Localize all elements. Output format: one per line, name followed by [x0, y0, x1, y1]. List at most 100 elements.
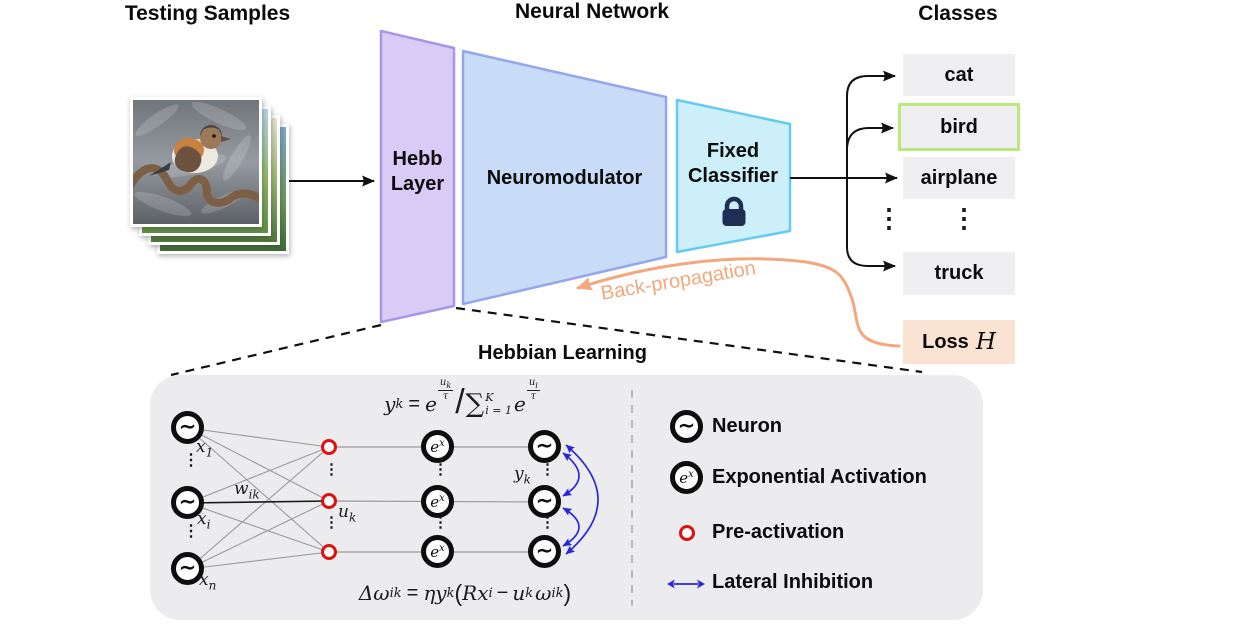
fixed-classifier-shape: [675, 98, 792, 254]
tilde-glyph: ∼: [179, 556, 196, 579]
tilde-glyph: ∼: [179, 415, 196, 438]
eta-y-sub: k: [446, 585, 455, 601]
exponential-activation-icon: ex: [670, 461, 703, 494]
x-glyph: x: [439, 492, 445, 504]
xn-sub: n: [208, 578, 217, 593]
u: u: [512, 581, 526, 605]
pre-ellipsis-1: ⋮: [324, 461, 339, 478]
hebbian-title: Hebbian Learning: [478, 342, 647, 364]
e-glyph: e: [430, 492, 440, 511]
sum-sign: ∑: [465, 389, 485, 419]
sum-sup: K: [485, 390, 494, 404]
exp-node-1: ex: [421, 430, 454, 463]
e-glyph: e: [430, 542, 440, 561]
loss-label: Loss: [922, 330, 969, 353]
branch-to-cat: [846, 70, 896, 97]
xi-sub: i: [206, 517, 211, 532]
rx-sub: i: [488, 585, 493, 601]
output-neuron-k: ∼: [528, 485, 561, 518]
xn-base: x: [199, 570, 209, 590]
u-sub: k: [525, 585, 534, 601]
hebb-layer-shape: [379, 29, 456, 324]
omega-sub: ik: [551, 585, 564, 601]
output-ellipsis-2: ⋮: [540, 514, 555, 531]
tilde-glyph: ∼: [179, 490, 196, 513]
class-box-bird-highlighted: bird: [898, 103, 1020, 151]
bird: [149, 125, 231, 176]
legend-pre-activation-label: Pre-activation: [712, 521, 845, 543]
title-testing-samples: Testing Samples: [124, 2, 291, 25]
sum-sub: i = 1: [485, 404, 512, 417]
label-yk: yk: [514, 464, 531, 486]
neuron-icon: ∼: [670, 410, 703, 443]
formula-equals: =: [408, 392, 421, 415]
wik-sub: ik: [248, 487, 260, 502]
input-neuron-xn: ∼: [171, 552, 204, 585]
zoom-dash-right: [455, 306, 923, 374]
yk-sub: k: [523, 472, 531, 487]
class-list-ellipsis: ⋮: [951, 203, 977, 233]
minus: −: [496, 581, 509, 604]
exp-node-2: ex: [421, 485, 454, 518]
class-box-cat: cat: [903, 54, 1015, 96]
class-box-truck: truck: [903, 252, 1015, 295]
class-label-cat: cat: [944, 63, 974, 86]
sample-image-bird-photo: [125, 97, 267, 227]
exp-ellipsis-1: ⋮: [433, 461, 448, 478]
lock-icon: [716, 195, 752, 234]
rparen: ): [563, 579, 572, 606]
lateral-inhibition-icon: [666, 577, 706, 595]
pre-activation-icon: [679, 525, 695, 541]
wik-weight-line: [187, 500, 330, 504]
uk-base: u: [338, 502, 349, 522]
output-neuron-3: ∼: [528, 535, 561, 568]
omega: ω: [535, 581, 552, 605]
zoom-dash-left: [170, 323, 382, 377]
tilde-glyph: ∼: [536, 434, 553, 457]
input-to-preactivation-lines: [187, 427, 330, 570]
preactivation-node-1: [321, 439, 337, 455]
branch-to-truck: [846, 246, 896, 272]
input-neuron-x1: ∼: [171, 411, 204, 444]
class-label-bird: bird: [940, 115, 978, 138]
formula-e2-exponent: ui τ: [526, 377, 540, 403]
formula-e1: e: [425, 392, 437, 416]
eta-y: ηy: [423, 581, 447, 605]
neuromodulator-label: Neuromodulator: [486, 167, 643, 189]
output-neuron-1: ∼: [528, 430, 561, 463]
preactivation-node-k: [321, 493, 337, 509]
legend-lateral-inhibition-label: Lateral Inhibition: [712, 571, 874, 593]
formula-e2: e: [513, 392, 526, 416]
e-glyph: e: [430, 437, 440, 456]
exp-node-3: ex: [421, 535, 454, 568]
tilde-glyph: ∼: [678, 414, 695, 437]
loss-box: Loss H: [903, 320, 1015, 364]
pre-ellipsis-2: ⋮: [324, 514, 339, 531]
wik-base: w: [234, 479, 249, 499]
bird-photo-illustration: [125, 100, 267, 224]
class-box-airplane: airplane: [903, 157, 1015, 199]
e2-num-sub: i: [535, 381, 538, 391]
formula-slash: /: [455, 382, 465, 421]
yk-base: y: [514, 464, 524, 484]
x1-base: x: [196, 437, 206, 457]
xi-base: x: [197, 509, 207, 529]
update-equals: =: [406, 581, 419, 604]
output-ellipsis-1: ⋮: [540, 461, 555, 478]
lparen: (: [454, 579, 463, 606]
label-xn: xn: [199, 570, 216, 592]
x-glyph: x: [439, 437, 445, 449]
formula-e1-exponent: uk τ: [437, 377, 454, 403]
x-glyph: x: [688, 468, 694, 480]
label-xi: xi: [197, 509, 210, 531]
delta-omega-sub: ik: [389, 585, 402, 601]
tilde-glyph: ∼: [536, 489, 553, 512]
title-classes: Classes: [918, 2, 998, 25]
e1-num-sub: k: [446, 381, 452, 391]
hebb-layer-label: Hebb Layer: [390, 148, 445, 195]
input-ellipsis-1: ⋮: [183, 452, 199, 469]
legend-neuron-label: Neuron: [712, 415, 782, 437]
class-label-truck: truck: [934, 262, 984, 284]
